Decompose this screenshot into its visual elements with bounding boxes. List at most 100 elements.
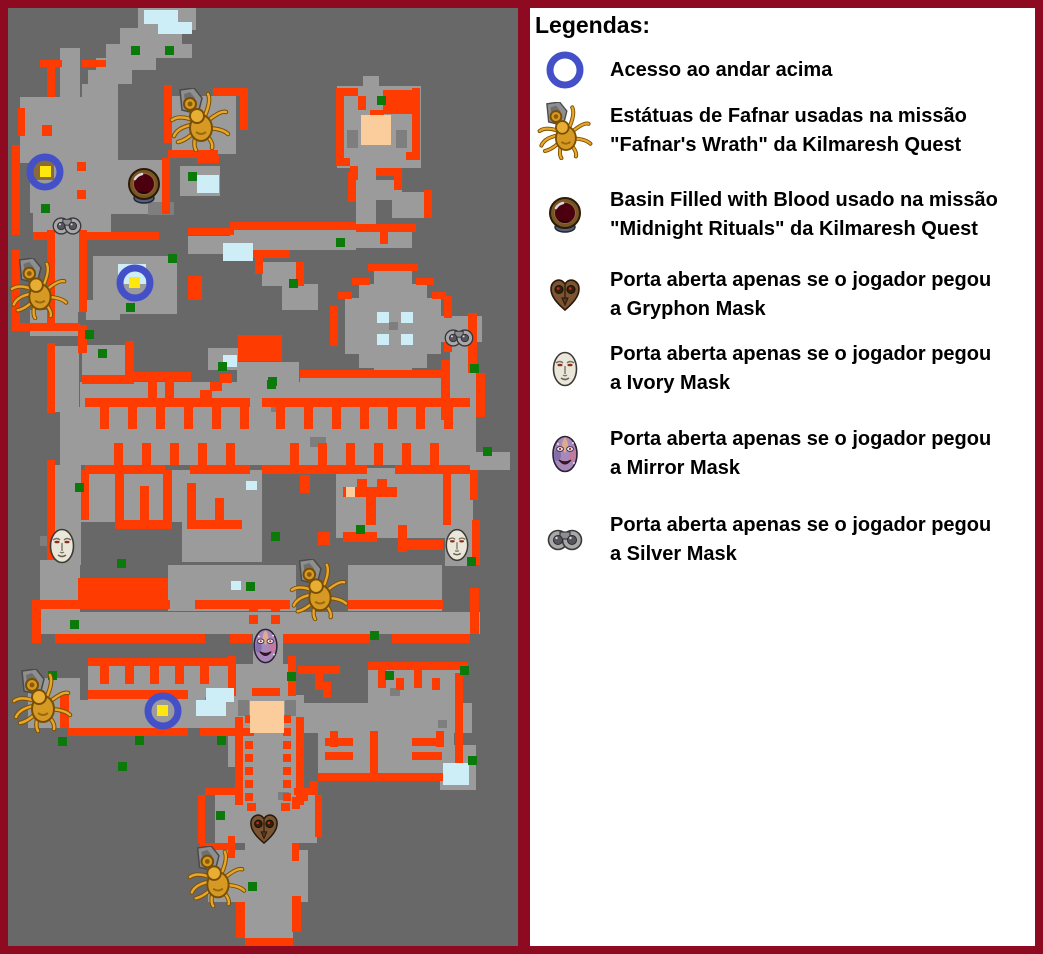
map-tile-c: [401, 312, 413, 323]
map-tile-w: [432, 678, 440, 690]
legend-text-line: a Gryphon Mask: [610, 298, 766, 320]
map-tile-g: [135, 736, 144, 745]
map-tile-f: [55, 346, 79, 412]
stairs-circle-icon: [532, 50, 598, 90]
map-tile-w: [212, 407, 221, 429]
map-tile-w: [187, 483, 196, 528]
map-tile-w: [336, 88, 344, 162]
map-tile-g: [118, 762, 127, 771]
map-tile-w: [115, 520, 172, 529]
map-tile-w: [245, 938, 293, 946]
map-tile-y: [40, 166, 51, 177]
map-tile-w: [424, 190, 432, 218]
map-tile-w: [47, 230, 55, 330]
map-tile-w: [283, 741, 291, 749]
map-icon-fafnar-statue: [186, 842, 248, 917]
map-tile-c: [196, 700, 226, 716]
map-tile-f: [363, 76, 379, 88]
map-tile-w: [430, 443, 439, 465]
map-tile-w: [200, 843, 230, 850]
map-tile-w: [81, 470, 89, 520]
map-tile-w: [47, 67, 55, 97]
map-tile-d: [285, 700, 296, 716]
map-tile-w: [283, 780, 291, 788]
map-tile-g: [246, 582, 255, 591]
map-tile-w: [12, 323, 80, 331]
map-tile-w: [276, 407, 285, 429]
map-tile-w: [368, 662, 468, 670]
map-tile-w: [240, 407, 249, 429]
dungeon-map: [8, 8, 518, 946]
map-tile-w: [338, 292, 352, 299]
map-tile-w: [197, 155, 219, 163]
map-tile-c: [197, 175, 219, 193]
map-tile-w: [357, 479, 367, 487]
ivory-mask-icon: [532, 351, 598, 387]
map-tile-f: [106, 44, 192, 58]
map-tile-w: [85, 465, 165, 474]
map-tile-w: [281, 803, 290, 811]
map-tile-w: [290, 443, 299, 465]
map-tile-y: [157, 705, 168, 716]
map-tile-g: [217, 736, 226, 745]
map-tile-w: [441, 360, 450, 420]
map-tile-f: [302, 703, 472, 733]
map-tile-w: [210, 382, 222, 391]
map-tile-w: [383, 90, 413, 114]
map-tile-w: [368, 264, 418, 271]
map-tile-w: [271, 615, 280, 624]
legend-item-basin-blood: Basin Filled with Blood usado na missão …: [532, 186, 998, 244]
map-tile-g: [370, 631, 379, 640]
map-tile-w: [128, 407, 137, 429]
map-icon-basin: [126, 167, 162, 210]
map-tile-w: [175, 666, 184, 684]
map-tile-g: [117, 559, 126, 568]
map-tile-w: [88, 690, 188, 699]
legend-item-gryphon-mask-door: Porta aberta apenas se o jogador pegou a…: [532, 266, 991, 324]
legend-panel: Legendas: Acesso ao andar acima Estátuas…: [530, 8, 1035, 946]
map-tile-w: [472, 520, 480, 565]
map-tile-g: [131, 46, 140, 55]
map-tile-w: [262, 465, 367, 474]
map-tile-w: [245, 780, 253, 788]
map-tile-w: [245, 728, 253, 736]
map-tile-w: [228, 836, 235, 858]
map-tile-g: [216, 811, 225, 820]
map-tile-w: [200, 390, 212, 399]
map-tile-w: [163, 470, 172, 520]
map-tile-p: [250, 701, 284, 733]
map-tile-w: [394, 176, 402, 190]
map-tile-w: [376, 168, 402, 176]
map-tile-w: [68, 728, 188, 736]
map-tile-w: [200, 728, 254, 736]
fafnar-statue-icon: [532, 96, 598, 166]
legend-text-line: a Mirror Mask: [610, 457, 741, 479]
map-tile-w: [170, 443, 179, 465]
map-tile-p: [361, 115, 391, 145]
map-tile-w: [100, 666, 109, 684]
map-tile-w: [378, 670, 386, 688]
map-tile-w: [77, 162, 86, 171]
map-tile-w: [240, 88, 248, 130]
map-tile-w: [358, 96, 366, 110]
legend-title: Legendas:: [535, 12, 651, 38]
map-tile-w: [245, 793, 253, 801]
map-tile-w: [370, 731, 378, 773]
map-tile-w: [79, 232, 159, 240]
map-tile-p: [346, 487, 355, 497]
map-tile-d: [438, 720, 447, 728]
map-tile-d: [390, 688, 400, 696]
map-tile-w: [220, 374, 232, 383]
map-tile-f: [88, 70, 132, 84]
map-tile-w: [296, 262, 304, 286]
map-icon-fafnar-statue: [8, 254, 70, 329]
map-tile-f: [359, 354, 427, 368]
map-tile-w: [198, 795, 205, 843]
map-tile-w: [325, 738, 353, 746]
map-tile-g: [85, 330, 94, 339]
map-tile-w: [352, 278, 370, 285]
map-tile-w: [412, 738, 442, 746]
legend-text-line: "Midnight Rituals" da Kilmaresh Quest: [610, 218, 978, 240]
map-tile-w: [443, 470, 451, 525]
map-tile-w: [370, 110, 384, 118]
